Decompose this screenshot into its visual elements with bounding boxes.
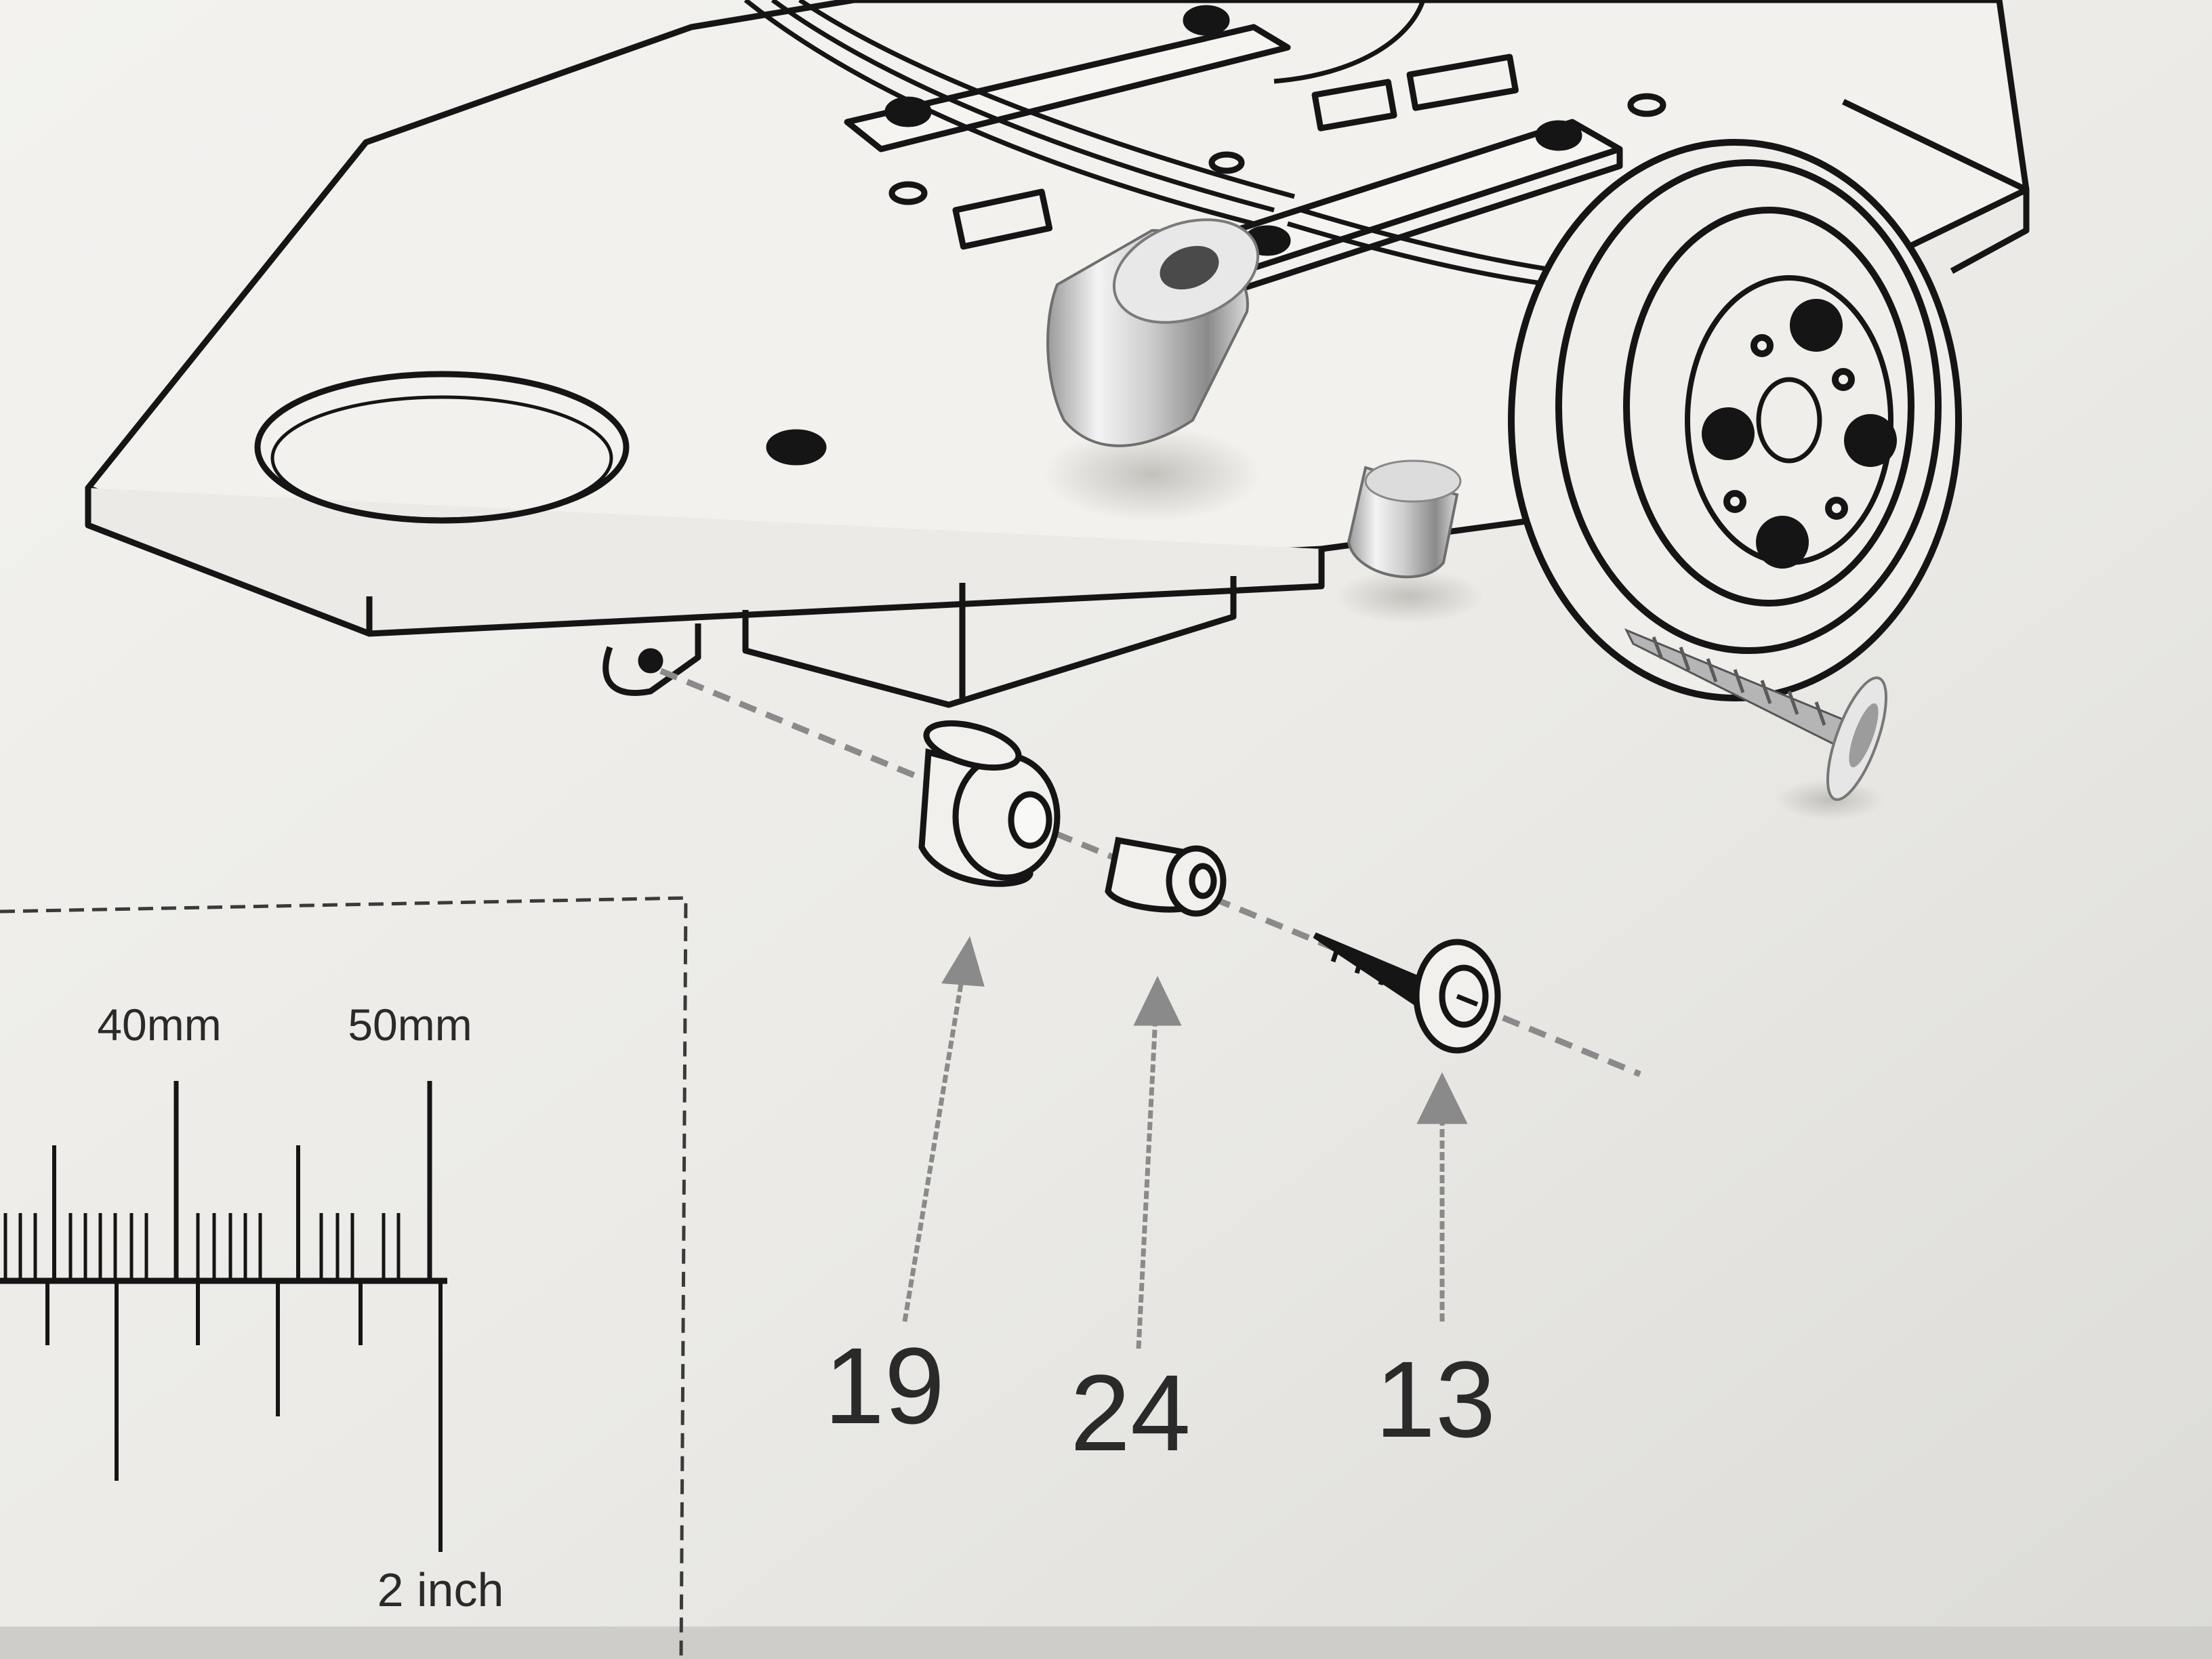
table-edge [0,1626,2212,1659]
part-13-screw-drawing [1313,932,1501,1054]
part-24-sleeve-drawing [1105,836,1227,917]
exploded-parts-diagram: 19 24 13 [659,668,1641,1473]
callout-number-13: 13 [1375,1338,1496,1460]
ruler-label-50mm: 50mm [348,1000,472,1050]
part-shadow [1335,569,1484,623]
callout-number-24: 24 [1070,1352,1191,1473]
part-shadow [1044,427,1261,522]
arrowhead-19 [941,936,985,987]
loose-metal-parts [1044,218,1888,820]
arrow-19 [902,975,965,1322]
callout-number-19: 19 [824,1325,945,1446]
mm-ticks [3,1081,432,1281]
inch-ticks [45,1281,443,1552]
ruler-label-40mm: 40mm [97,1000,221,1050]
arrow-24 [1136,1016,1158,1349]
callout-arrows [902,936,1468,1349]
ruler-label-2-inch: 2 inch [377,1563,504,1616]
part-shadow [1776,779,1884,820]
ruler-scale-box: 40mm 50mm 2 inch [0,896,688,1659]
part-19-spacer-drawing [918,720,1061,887]
arrowhead-13 [1416,1072,1468,1124]
metal-screw [1624,628,1888,801]
arrowhead-24 [1133,975,1182,1026]
wheel-drawing [1508,139,1962,701]
